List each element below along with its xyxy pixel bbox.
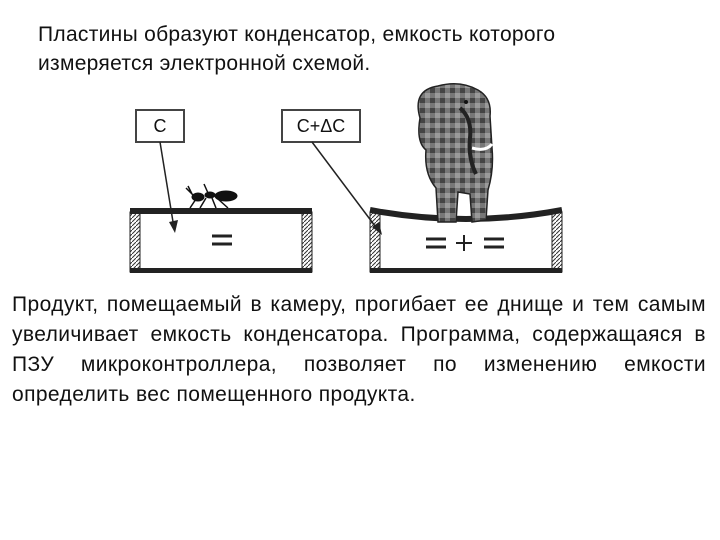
bent-top-plate xyxy=(369,207,563,222)
capacity-label: C xyxy=(153,116,167,136)
changed-capacity-label-box xyxy=(281,109,361,143)
slide-heading: Пластины образуют конденсатор, емкость к… xyxy=(38,20,698,78)
top-plate xyxy=(130,208,312,214)
bottom-plate-right xyxy=(370,268,562,273)
right-chamber xyxy=(369,207,563,273)
bottom-plate xyxy=(130,268,312,273)
ant-icon xyxy=(185,183,238,209)
illustration-drawing xyxy=(129,83,563,273)
description-paragraph: Продукт, помещаемый в камеру, прогибает … xyxy=(12,293,706,406)
left-chamber xyxy=(129,208,313,273)
capacitor-illustration: C C+ΔC xyxy=(120,78,580,278)
changed-capacity-label: C+ΔC xyxy=(296,116,346,136)
heading-line-1: Пластины образуют конденсатор, емкость к… xyxy=(38,23,556,46)
heading-line-2: измеряется электронной схемой. xyxy=(38,52,371,75)
elephant-icon xyxy=(417,83,494,223)
